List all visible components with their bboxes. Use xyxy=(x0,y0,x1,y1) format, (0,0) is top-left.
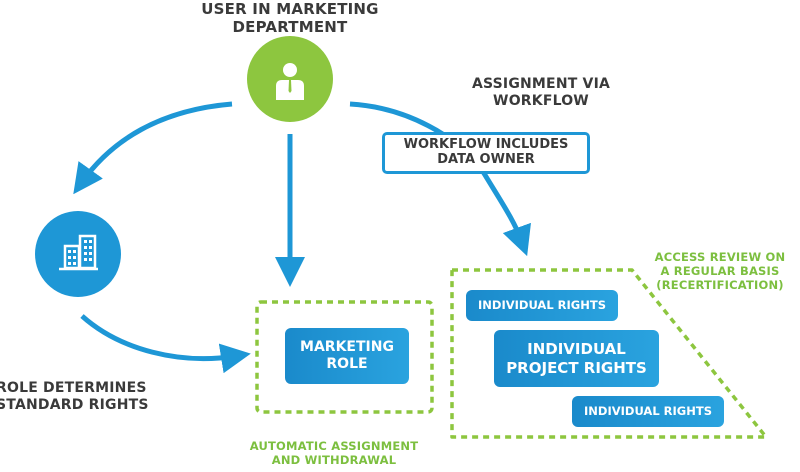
access-review-line3: (recertification) xyxy=(656,277,784,292)
arrow-organization-to-role xyxy=(80,314,251,374)
assignment-via-workflow-label: Assignment via Workflow xyxy=(456,76,626,110)
individual-rights-box-2: Individual rights xyxy=(572,396,724,427)
automatic-line1: Automatic assignment xyxy=(249,439,419,453)
access-review-line1: Access review on xyxy=(654,250,786,264)
user-icon xyxy=(276,63,304,100)
user-node-title-line1: User in Marketing xyxy=(201,0,379,18)
automatic-line2: and withdrawal xyxy=(271,452,397,467)
role-determines-line1: Role determines xyxy=(0,380,147,396)
individual-rights-box-1: Individual rights xyxy=(466,290,618,321)
automatic-assignment-label: Automatic assignment and withdrawal xyxy=(236,439,432,468)
assignment-via-workflow-line1: Assignment via xyxy=(471,76,611,92)
user-node-title: User in Marketing Department xyxy=(180,0,400,36)
user-node xyxy=(247,36,333,122)
project-rights-line2: project rights xyxy=(506,358,647,377)
individual-rights-1-text: Individual rights xyxy=(478,298,606,313)
role-determines-label: Role determines standard rights xyxy=(0,380,166,414)
marketing-role-box: Marketing role xyxy=(285,328,409,384)
workflow-includes-line2: Data owner xyxy=(437,152,535,167)
project-rights-line1: Individual xyxy=(527,339,626,358)
assignment-via-workflow-line2: Workflow xyxy=(493,92,589,109)
access-review-frame xyxy=(450,268,768,439)
building-icon xyxy=(59,234,98,271)
workflow-includes-line1: Workflow includes xyxy=(403,137,569,153)
role-determines-line2: standard rights xyxy=(0,396,149,413)
user-node-title-line2: Department xyxy=(232,18,348,36)
access-review-label: Access review on a regular basis (recert… xyxy=(642,250,798,292)
individual-project-rights-box: Individual project rights xyxy=(494,330,659,387)
arrow-user-to-organization xyxy=(73,101,233,195)
automatic-assignment-frame xyxy=(255,300,434,414)
access-review-line2: a regular basis xyxy=(660,263,780,278)
organization-node xyxy=(35,211,121,297)
individual-rights-2-text: Individual rights xyxy=(584,404,712,419)
marketing-role-line1: Marketing xyxy=(300,338,394,355)
marketing-role-line2: role xyxy=(326,356,368,372)
workflow-includes-data-owner-box: Workflow includes Data owner xyxy=(382,132,590,174)
